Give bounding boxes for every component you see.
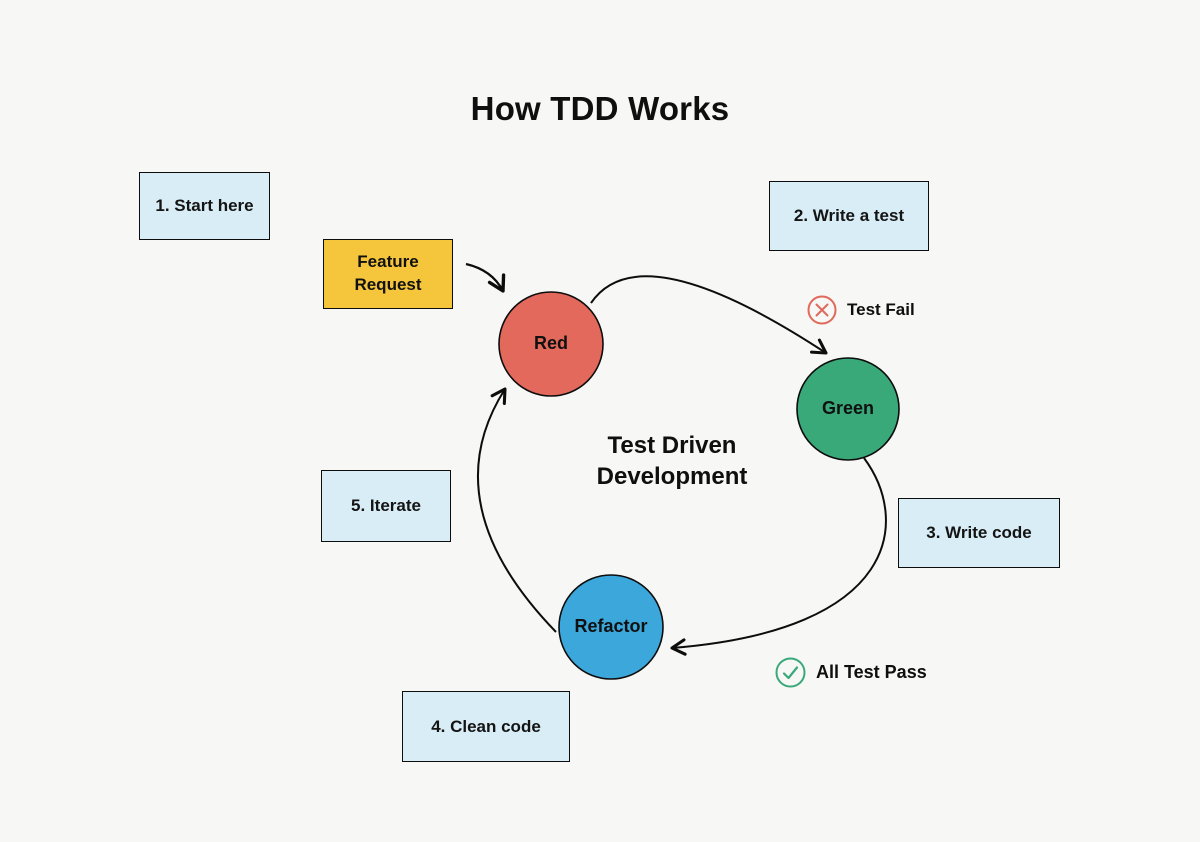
step-label: 1. Start here (155, 196, 254, 215)
center-label-line1: Test Driven (607, 432, 737, 459)
step-label: 2. Write a test (793, 206, 905, 225)
all-test-pass-annotation: All Test Pass (774, 656, 927, 689)
page-title: How TDD Works (470, 90, 730, 127)
test-fail-label: Test Fail (847, 300, 915, 319)
x-circle-icon (807, 295, 837, 325)
feature-request-box: Feature Request (323, 239, 453, 309)
center-label-line2: Development (596, 463, 748, 490)
center-label: Test Driven Development (522, 430, 822, 492)
all-test-pass-label: All Test Pass (816, 662, 927, 682)
step-label: 3. Write code (926, 523, 1032, 542)
step-box-clean-code: 4. Clean code (402, 691, 570, 762)
red-circle (498, 291, 604, 397)
refactor-to-red-arc (477, 387, 557, 633)
refactor-circle (558, 574, 664, 680)
feature-to-red-arrow (465, 262, 506, 293)
test-fail-annotation: Test Fail (806, 294, 915, 326)
step-box-iterate: 5. Iterate (321, 470, 451, 542)
feature-request-label: Feature Request (354, 252, 422, 294)
green-circle (796, 357, 900, 461)
step-label: 5. Iterate (351, 496, 421, 515)
step-box-write-a-test: 2. Write a test (769, 181, 929, 251)
green-to-refactor-arc (670, 457, 887, 656)
step-box-start-here: 1. Start here (139, 172, 270, 240)
check-circle-icon (775, 657, 806, 688)
step-box-write-code: 3. Write code (898, 498, 1060, 568)
red-to-green-arc (590, 275, 828, 355)
step-label: 4. Clean code (431, 716, 541, 736)
